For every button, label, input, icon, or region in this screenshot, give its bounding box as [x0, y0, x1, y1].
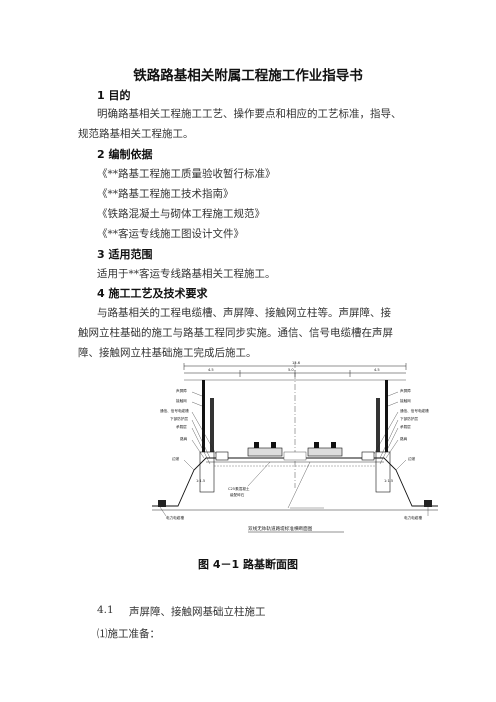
slope-ratio: 1:1.5 — [384, 479, 393, 483]
figure-caption: 图 4－1 路基断面图 — [198, 558, 298, 571]
paragraph-line: 与路基相关的工程电缆槽、声屏障、接触网立柱等。声屏障、接 — [97, 307, 391, 319]
roadbed-section-drawing: 13.6 4.5 5.0 4.5 声屏障 接触网 通信、信号电缆槽 下部防护层 — [152, 361, 438, 533]
dim-total: 13.6 — [292, 361, 301, 365]
right-label: 边坡 — [408, 456, 416, 461]
section-heading-basis: 2 编制依据 — [97, 148, 153, 161]
right-label: 声屏障 — [400, 388, 411, 393]
right-label: 下部防护层 — [400, 416, 418, 421]
drawing-inner-title: 双线无砟轨道路堤标准横断面图 — [248, 525, 313, 532]
dim-center: 5.0 — [288, 368, 294, 372]
left-label: 路肩 — [180, 436, 188, 441]
reference-item: 《铁路混凝土与砌体工程施工规范》 — [97, 208, 265, 220]
paragraph-line: 明确路基相关工程施工工艺、操作要点和相应的工艺标准，指导、 — [97, 108, 402, 120]
paragraph-line: 规范路基相关工程施工。 — [78, 128, 194, 140]
right-label: 承载层 — [400, 424, 411, 429]
bottom-right-label: 电力电缆槽 — [404, 515, 422, 520]
dim-left: 4.5 — [208, 368, 214, 372]
reference-item: 《**路基工程施工质量验收暂行标准》 — [97, 168, 276, 180]
left-label: 下部防护层 — [170, 416, 188, 421]
center-label: 级配碎石 — [230, 492, 245, 497]
left-label: 通信、信号电缆槽 — [160, 408, 189, 413]
right-label: 通信、信号电缆槽 — [400, 408, 429, 413]
document-title: 铁路路基相关附属工程施工作业指导书 — [133, 68, 363, 84]
reference-item: 《**客运专线施工图设计文件》 — [97, 228, 244, 240]
section-heading-purpose: 1 目的 — [97, 89, 131, 102]
slope-ratio: 1:1.5 — [196, 479, 205, 483]
left-label: 边坡 — [172, 456, 180, 461]
paragraph-line: 障、接触网立柱基础施工完成后施工。 — [78, 347, 257, 359]
subsection-item: ⑴施工准备： — [97, 628, 160, 640]
paragraph-line: 触网立柱基础的施工与路基工程同步实施。通信、信号电缆槽在声屏 — [78, 327, 393, 339]
subsection-number: 4.1 — [97, 604, 114, 616]
left-label: 承载层 — [176, 424, 187, 429]
dim-right: 4.5 — [374, 368, 380, 372]
section-heading-process: 4 施工工艺及技术要求 — [97, 287, 208, 300]
right-label: 路肩 — [400, 436, 408, 441]
subsection-title: 声屏障、接触网基础立柱施工 — [129, 606, 266, 618]
left-label: 声屏障 — [176, 388, 187, 393]
paragraph-line: 适用于**客运专线路基相关工程施工。 — [97, 268, 276, 280]
bottom-left-label: 电力电缆槽 — [166, 515, 184, 520]
left-label: 接触网 — [176, 398, 187, 403]
reference-item: 《**路基工程施工技术指南》 — [97, 188, 234, 200]
right-label: 接触网 — [400, 398, 411, 403]
center-label: C25素混凝土 — [228, 486, 250, 491]
section-heading-scope: 3 适用范围 — [97, 248, 153, 261]
